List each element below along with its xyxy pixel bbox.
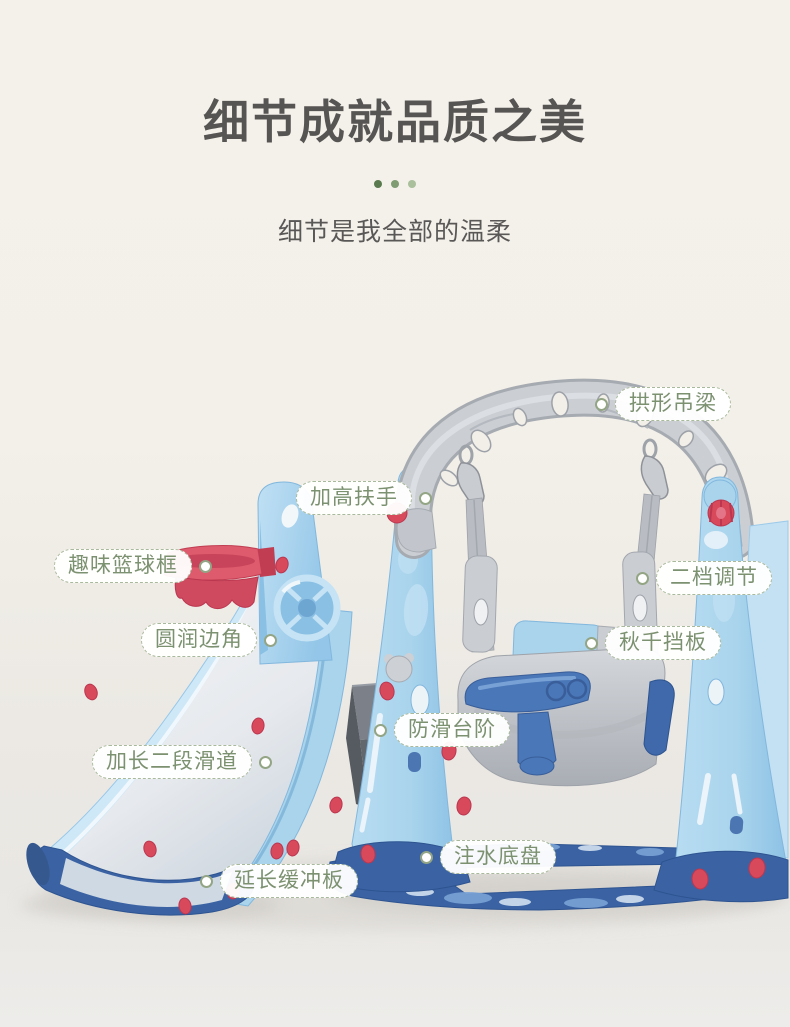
seat-t-guard: [464, 671, 591, 776]
callout-marker-icon: [419, 491, 432, 505]
wheel-ornament: [273, 574, 341, 642]
callout-arch-beam: 拱形吊梁: [595, 387, 731, 421]
callout-label: 秋千挡板: [605, 626, 721, 660]
swing-straps: [456, 438, 669, 653]
callout-basketball-hoop: 趣味篮球框: [54, 549, 212, 583]
callout-marker-icon: [264, 633, 277, 647]
callout-marker-icon: [374, 723, 387, 737]
divider-dot-icon: [408, 180, 416, 188]
callout-extended-slide: 加长二段滑道: [92, 745, 272, 779]
slide-buffer-board: [26, 842, 255, 916]
callout-two-level-adjust: 二档调节: [636, 561, 772, 595]
slide-knobs: [84, 683, 343, 915]
callout-label: 圆润边角: [141, 623, 257, 657]
callout-raised-handrail: 加高扶手: [296, 481, 432, 515]
page-title: 细节成就品质之美: [203, 96, 587, 148]
callout-water-base: 注水底盘: [420, 840, 556, 874]
swing-left-leg: [329, 465, 472, 893]
callout-marker-icon: [595, 397, 608, 411]
adjust-knob: [707, 499, 735, 527]
callout-rounded-corners: 圆润边角: [141, 623, 277, 657]
callout-label: 加高扶手: [296, 481, 412, 515]
callout-marker-icon: [585, 636, 598, 650]
callout-marker-icon: [636, 571, 649, 585]
lock-knob: [385, 655, 413, 683]
callout-marker-icon: [199, 559, 212, 573]
callout-label: 趣味篮球框: [54, 549, 192, 583]
carabiner-icon: [640, 438, 669, 500]
callout-swing-guard: 秋千挡板: [585, 626, 721, 660]
callout-marker-icon: [259, 755, 272, 769]
callout-label: 二档调节: [656, 561, 772, 595]
callout-marker-icon: [200, 874, 213, 888]
callout-extended-buffer: 延长缓冲板: [200, 864, 358, 898]
basketball-hoop: [163, 545, 289, 609]
right-leg-foot: [653, 850, 789, 903]
callout-label: 延长缓冲板: [220, 864, 358, 898]
title-divider-dots: [0, 180, 790, 188]
callout-label: 拱形吊梁: [615, 387, 731, 421]
callout-label: 防滑台阶: [394, 713, 510, 747]
callout-marker-icon: [420, 850, 433, 864]
page-subtitle: 细节是我全部的温柔: [277, 218, 512, 246]
callout-antislip-steps: 防滑台阶: [374, 713, 510, 747]
callout-label: 加长二段滑道: [92, 745, 252, 779]
divider-dot-icon: [391, 180, 399, 188]
callout-label: 注水底盘: [440, 840, 556, 874]
slide-ladder-panel: [257, 481, 341, 665]
carabiner-icon: [456, 444, 485, 506]
divider-dot-icon: [374, 180, 382, 188]
